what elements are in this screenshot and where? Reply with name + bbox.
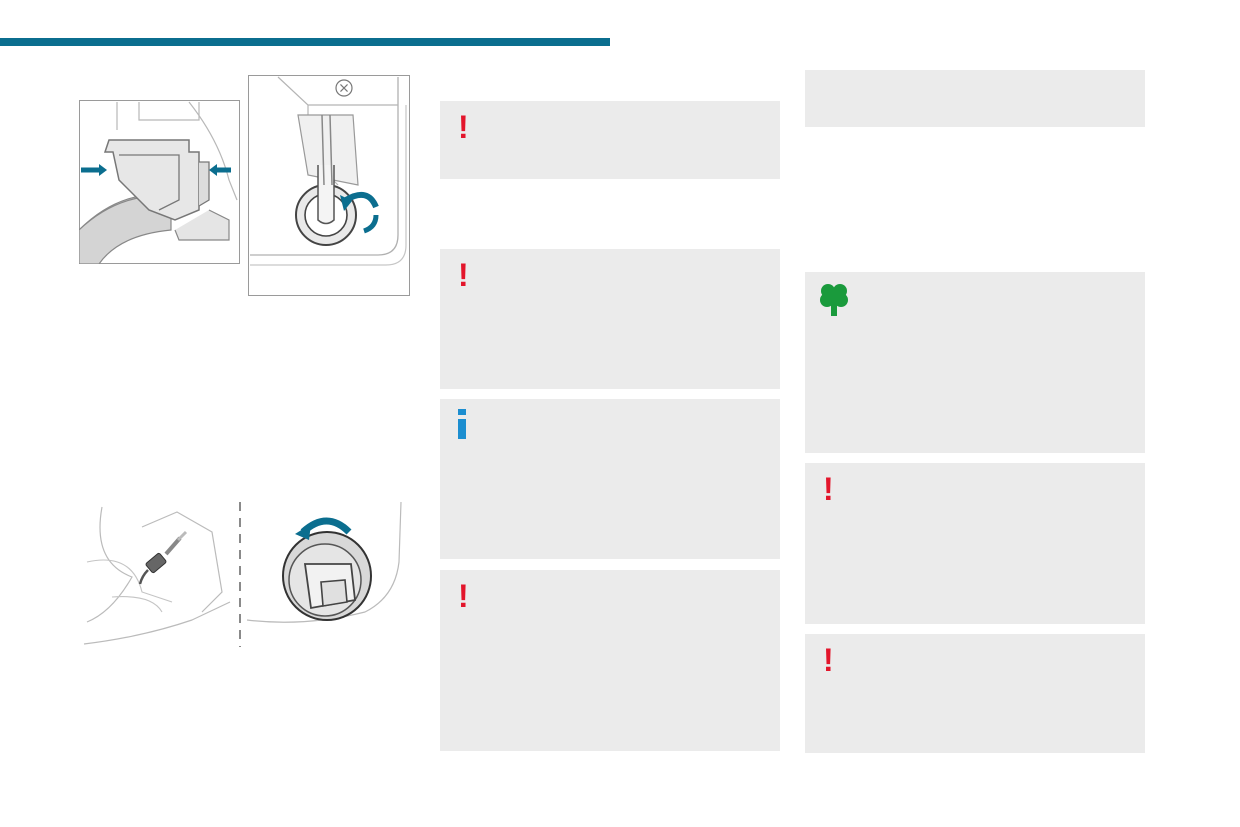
info-icon: [458, 409, 466, 439]
warning-note-box: !: [805, 634, 1145, 753]
figure-divider: [239, 502, 241, 647]
header-accent-bar: [0, 38, 610, 46]
warning-note-box: !: [440, 570, 780, 751]
bulb-wire-illustration: [83, 506, 231, 645]
connector-release-illustration: [79, 100, 240, 264]
note-box: [805, 70, 1145, 127]
warning-note-box: !: [440, 101, 780, 179]
exclamation-icon: !: [458, 257, 469, 293]
bulb-holder-rotate-illustration: [248, 75, 410, 296]
exclamation-icon: !: [458, 578, 469, 614]
exclamation-icon: !: [823, 642, 834, 678]
eco-tree-icon: [820, 284, 848, 316]
exclamation-icon: !: [458, 109, 469, 145]
info-note-box: [440, 399, 780, 559]
lamp-connector-rotate-illustration: [246, 502, 402, 623]
exclamation-icon: !: [823, 471, 834, 507]
warning-note-box: !: [805, 463, 1145, 624]
warning-note-box: !: [440, 249, 780, 389]
eco-note-box: [805, 272, 1145, 453]
